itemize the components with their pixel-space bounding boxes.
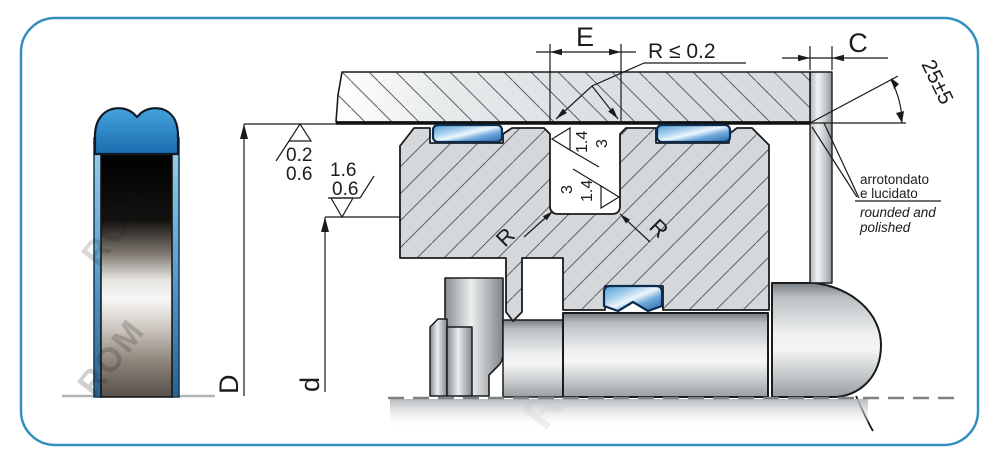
roughness-groove-right-wall: 3 1.4 <box>559 168 621 210</box>
assembly-3d-parts <box>388 277 955 432</box>
dim-E-label: E <box>576 22 594 52</box>
piston-body-3d <box>562 312 769 398</box>
cylinder-wall-section <box>809 71 833 284</box>
seal-section-right <box>655 123 732 144</box>
mirror-fade <box>390 399 868 429</box>
note-line-italian-2: e lucidato <box>860 186 918 201</box>
note-line-english-2: polished <box>859 220 911 235</box>
flange-3d <box>429 318 448 397</box>
roughness-value: 3 <box>594 139 611 148</box>
cylinder-bore-section <box>335 71 811 125</box>
dim-C-label: C <box>848 28 868 58</box>
seal-section-bottom <box>602 284 664 313</box>
dim-D: D <box>214 123 412 396</box>
roughness-value: 0.6 <box>286 164 312 185</box>
piston-gland-section <box>399 127 770 322</box>
dim-C: C <box>782 28 888 70</box>
dim-E: E <box>536 22 636 122</box>
roughness-value: 1.6 <box>330 160 356 181</box>
roughness-value: 3 <box>559 185 576 194</box>
shaft-shoulder-3d <box>502 319 564 398</box>
radius-note-label: R ≤ 0.2 <box>648 40 716 63</box>
roughness-groove-left-wall: 1.4 3 <box>550 126 611 168</box>
roughness-value: 1.4 <box>574 131 591 153</box>
seal-section-left <box>431 123 504 144</box>
note-line-english-1: rounded and <box>860 205 936 220</box>
note-line-italian-1: arrotondato <box>860 172 929 187</box>
note-rounded-polished: arrotondato e lucidato rounded and polis… <box>811 122 941 235</box>
dim-D-label: D <box>214 375 244 395</box>
roughness-inner-surface: 1.6 0.6 <box>328 160 375 219</box>
callout-groove-corner-radius: R ≤ 0.2 <box>555 40 746 120</box>
dim-d: d <box>295 216 400 392</box>
dim-d-label: d <box>295 377 325 392</box>
roughness-value: 0.6 <box>332 179 358 200</box>
roughness-value: 0.2 <box>286 145 312 166</box>
nut-3d <box>446 326 473 397</box>
roughness-value: 1.4 <box>579 180 596 202</box>
cross-section <box>335 71 955 432</box>
seal-blue-cap <box>93 107 180 156</box>
roughness-outer-surface: 0.2 0.6 <box>275 122 312 185</box>
shaft-dome-end-3d <box>771 282 882 398</box>
